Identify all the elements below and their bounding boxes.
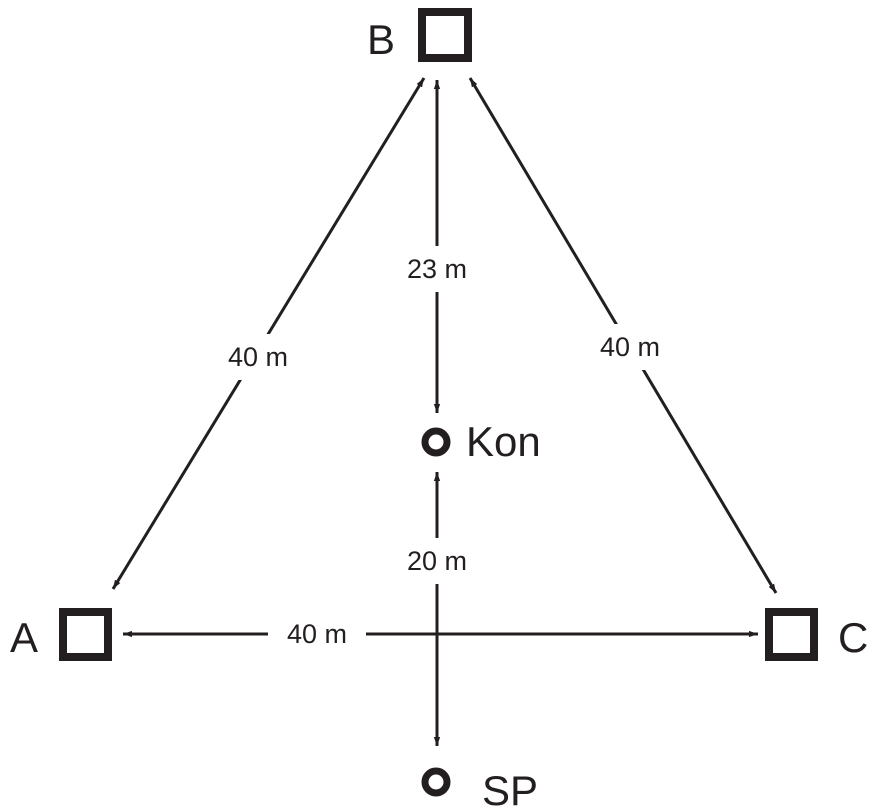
node-label-sp: SP <box>482 767 538 811</box>
distance-label-kon-sp: 20 m <box>407 546 467 576</box>
distance-label-b-kon: 23 m <box>407 254 467 284</box>
node-label-c: C <box>838 614 868 661</box>
circle-marker-kon <box>421 427 451 457</box>
square-marker-b <box>418 8 472 62</box>
label-gap-b-c <box>584 324 676 370</box>
label-gap-b-kon <box>394 246 480 292</box>
node-label-kon: Kon <box>466 418 541 465</box>
node-label-a: A <box>10 614 38 661</box>
distance-label-a-b: 40 m <box>228 342 288 372</box>
label-gap-a-c <box>268 612 366 656</box>
distance-label-a-c: 40 m <box>287 619 347 649</box>
arrow-a-b <box>111 77 426 590</box>
distance-label-b-c: 40 m <box>600 332 660 362</box>
circle-marker-sp <box>421 767 451 797</box>
label-gap-a-b <box>212 334 304 380</box>
label-gap-kon-sp <box>394 538 480 584</box>
square-marker-c <box>765 608 818 661</box>
node-label-b: B <box>367 16 395 63</box>
square-marker-a <box>59 608 112 661</box>
